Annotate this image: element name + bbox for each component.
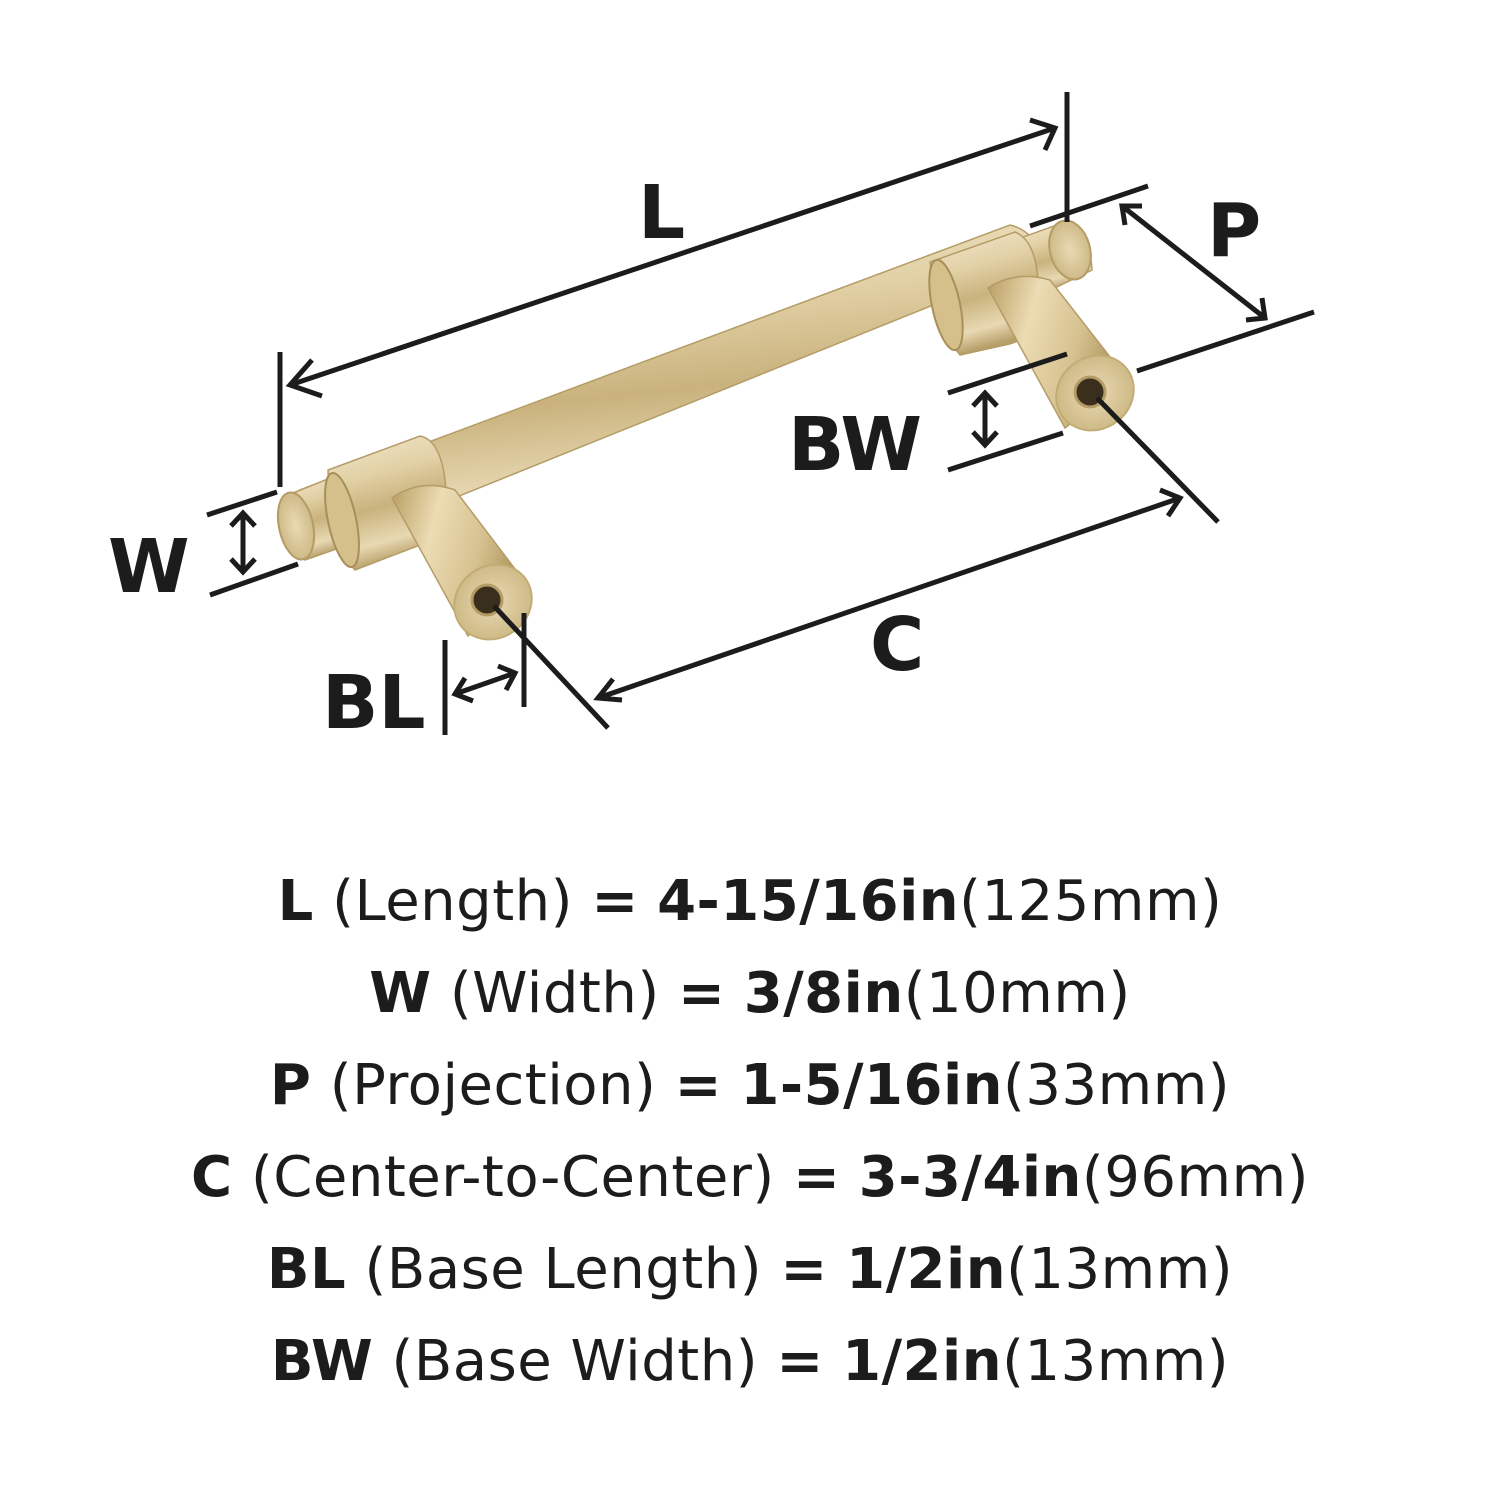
base-length-dimension xyxy=(442,613,527,735)
spec-equals: = xyxy=(591,869,639,934)
dimension-spec-list: L (Length) = 4-15/16in(125mm) W (Width) … xyxy=(0,862,1500,1414)
base-length-label: BL xyxy=(322,660,426,746)
spec-metric-value: (125mm) xyxy=(959,869,1223,934)
spec-equals: = xyxy=(776,1329,824,1394)
spec-imperial-value: 3/8in xyxy=(743,961,904,1026)
spec-code: C xyxy=(191,1145,233,1210)
spec-code: BL xyxy=(266,1237,347,1302)
dimension-lines xyxy=(206,92,1315,735)
spec-metric-value: (96mm) xyxy=(1081,1145,1309,1210)
spec-row-projection: P (Projection) = 1-5/16in(33mm) xyxy=(0,1046,1500,1138)
spec-imperial-value: 1/2in xyxy=(842,1329,1003,1394)
length-dimension xyxy=(277,92,1149,487)
spec-code: W xyxy=(369,961,432,1026)
spec-metric-value: (33mm) xyxy=(1003,1053,1231,1118)
spec-metric-value: (13mm) xyxy=(1006,1237,1234,1302)
spec-imperial-value: 4-15/16in xyxy=(657,869,960,934)
spec-row-width: W (Width) = 3/8in(10mm) xyxy=(0,954,1500,1046)
spec-name: (Base Width) xyxy=(391,1329,759,1394)
spec-row-length: L (Length) = 4-15/16in(125mm) xyxy=(0,862,1500,954)
spec-equals: = xyxy=(678,961,726,1026)
width-dimension xyxy=(206,489,299,598)
width-label: W xyxy=(108,524,190,610)
spec-name: (Width) xyxy=(449,961,660,1026)
base-width-dimension xyxy=(947,351,1068,473)
projection-dimension xyxy=(1119,203,1315,374)
length-label: L xyxy=(638,170,685,256)
spec-metric-value: (13mm) xyxy=(1002,1329,1230,1394)
spec-name: (Projection) xyxy=(329,1053,657,1118)
spec-name: (Center-to-Center) xyxy=(250,1145,775,1210)
cabinet-pull xyxy=(276,219,1135,641)
pull-dimension-diagram: L P W BW C BL xyxy=(108,92,1315,746)
center-dimension xyxy=(492,396,1220,730)
spec-imperial-value: 3-3/4in xyxy=(858,1145,1082,1210)
base-width-label: BW xyxy=(788,402,922,488)
left-post xyxy=(391,484,533,641)
projection-label: P xyxy=(1207,188,1261,274)
spec-imperial-value: 1/2in xyxy=(846,1237,1007,1302)
spec-row-base-width: BW (Base Width) = 1/2in(13mm) xyxy=(0,1322,1500,1414)
right-post xyxy=(987,275,1135,432)
center-label: C xyxy=(870,602,924,688)
spec-row-center-to-center: C (Center-to-Center) = 3-3/4in(96mm) xyxy=(0,1138,1500,1230)
spec-imperial-value: 1-5/16in xyxy=(740,1053,1004,1118)
spec-metric-value: (10mm) xyxy=(903,961,1131,1026)
spec-code: P xyxy=(269,1053,312,1118)
spec-equals: = xyxy=(780,1237,828,1302)
spec-name: (Base Length) xyxy=(364,1237,763,1302)
spec-equals: = xyxy=(793,1145,841,1210)
spec-equals: = xyxy=(674,1053,723,1118)
spec-code: BW xyxy=(270,1329,374,1394)
spec-code: L xyxy=(277,869,314,934)
spec-row-base-length: BL (Base Length) = 1/2in(13mm) xyxy=(0,1230,1500,1322)
spec-name: (Length) xyxy=(332,869,574,934)
